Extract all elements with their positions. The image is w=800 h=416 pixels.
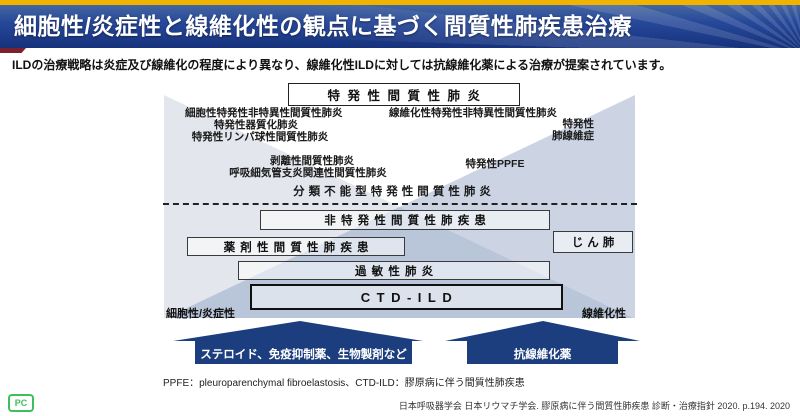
arrow-label-steroids: ステロイド、免疫抑制薬、生物製剤など [200, 349, 407, 361]
label-rb-ild: 呼吸細気管支炎関連性間質性肺炎 [229, 167, 387, 179]
label-dip: 剥離性間質性肺炎 [270, 155, 354, 167]
classification-dashed-line [163, 203, 637, 205]
label-cellular-insip: 細胞性特発性非特異性間質性肺炎 [185, 107, 343, 119]
axis-label-cellular-inflammatory: 細胞性/炎症性 [166, 308, 236, 320]
label-ipf-line1: 特発性 [562, 118, 595, 130]
arrow-label-antifibrotic: 抗線維化薬 [513, 349, 572, 361]
label-unclassifiable-iip: 分類不能型特発性間質性肺炎 [293, 186, 495, 198]
top-accent-bar [0, 0, 800, 5]
box-idiopathic-interstitial-pneumonia: 特発性間質性肺炎 [288, 83, 520, 106]
pc-logo: PC [8, 394, 34, 412]
label-lip: 特発性リンパ球性間質性肺炎 [191, 131, 329, 143]
box-drug-induced-ild: 薬剤性間質性肺疾患 [187, 237, 406, 256]
left-up-arrow [173, 321, 423, 364]
box-pneumoconiosis: じん肺 [553, 231, 634, 253]
label-ipf: 特発性 肺線維症 [520, 118, 594, 143]
label-cop: 特発性器質化肺炎 [214, 119, 298, 131]
label-ipf-line2: 肺線維症 [552, 130, 594, 143]
page-subtitle: ILDの治療戦略は炎症及び線維化の程度により異なり、線維化性ILDに対しては抗線… [12, 58, 672, 72]
box-ctd-ild: CTD-ILD [250, 284, 563, 310]
right-up-arrow [445, 321, 640, 364]
header-sunburst-decoration [0, 5, 800, 48]
header: 細胞性/炎症性と線維化性の観点に基づく間質性肺疾患治療 [0, 5, 800, 48]
page-title: 細胞性/炎症性と線維化性の観点に基づく間質性肺疾患治療 [14, 13, 632, 39]
label-fibrotic-insip: 線維化性特発性非特異性間質性肺炎 [389, 107, 557, 119]
axis-label-fibrotic: 線維化性 [582, 308, 626, 320]
box-hypersensitivity-pneumonitis: 過敏性肺炎 [238, 261, 551, 280]
footnote-abbreviations: PPFE：pleuroparenchymal fibroelastosis、CT… [163, 378, 525, 389]
citation: 日本呼吸器学会 日本リウマチ学会. 膠原病に伴う間質性肺疾患 診断・治療指針 2… [398, 401, 790, 411]
box-non-idiopathic-ild: 非特発性間質性肺疾患 [260, 210, 551, 230]
label-ppfe: 特発性PPFE [465, 158, 525, 170]
